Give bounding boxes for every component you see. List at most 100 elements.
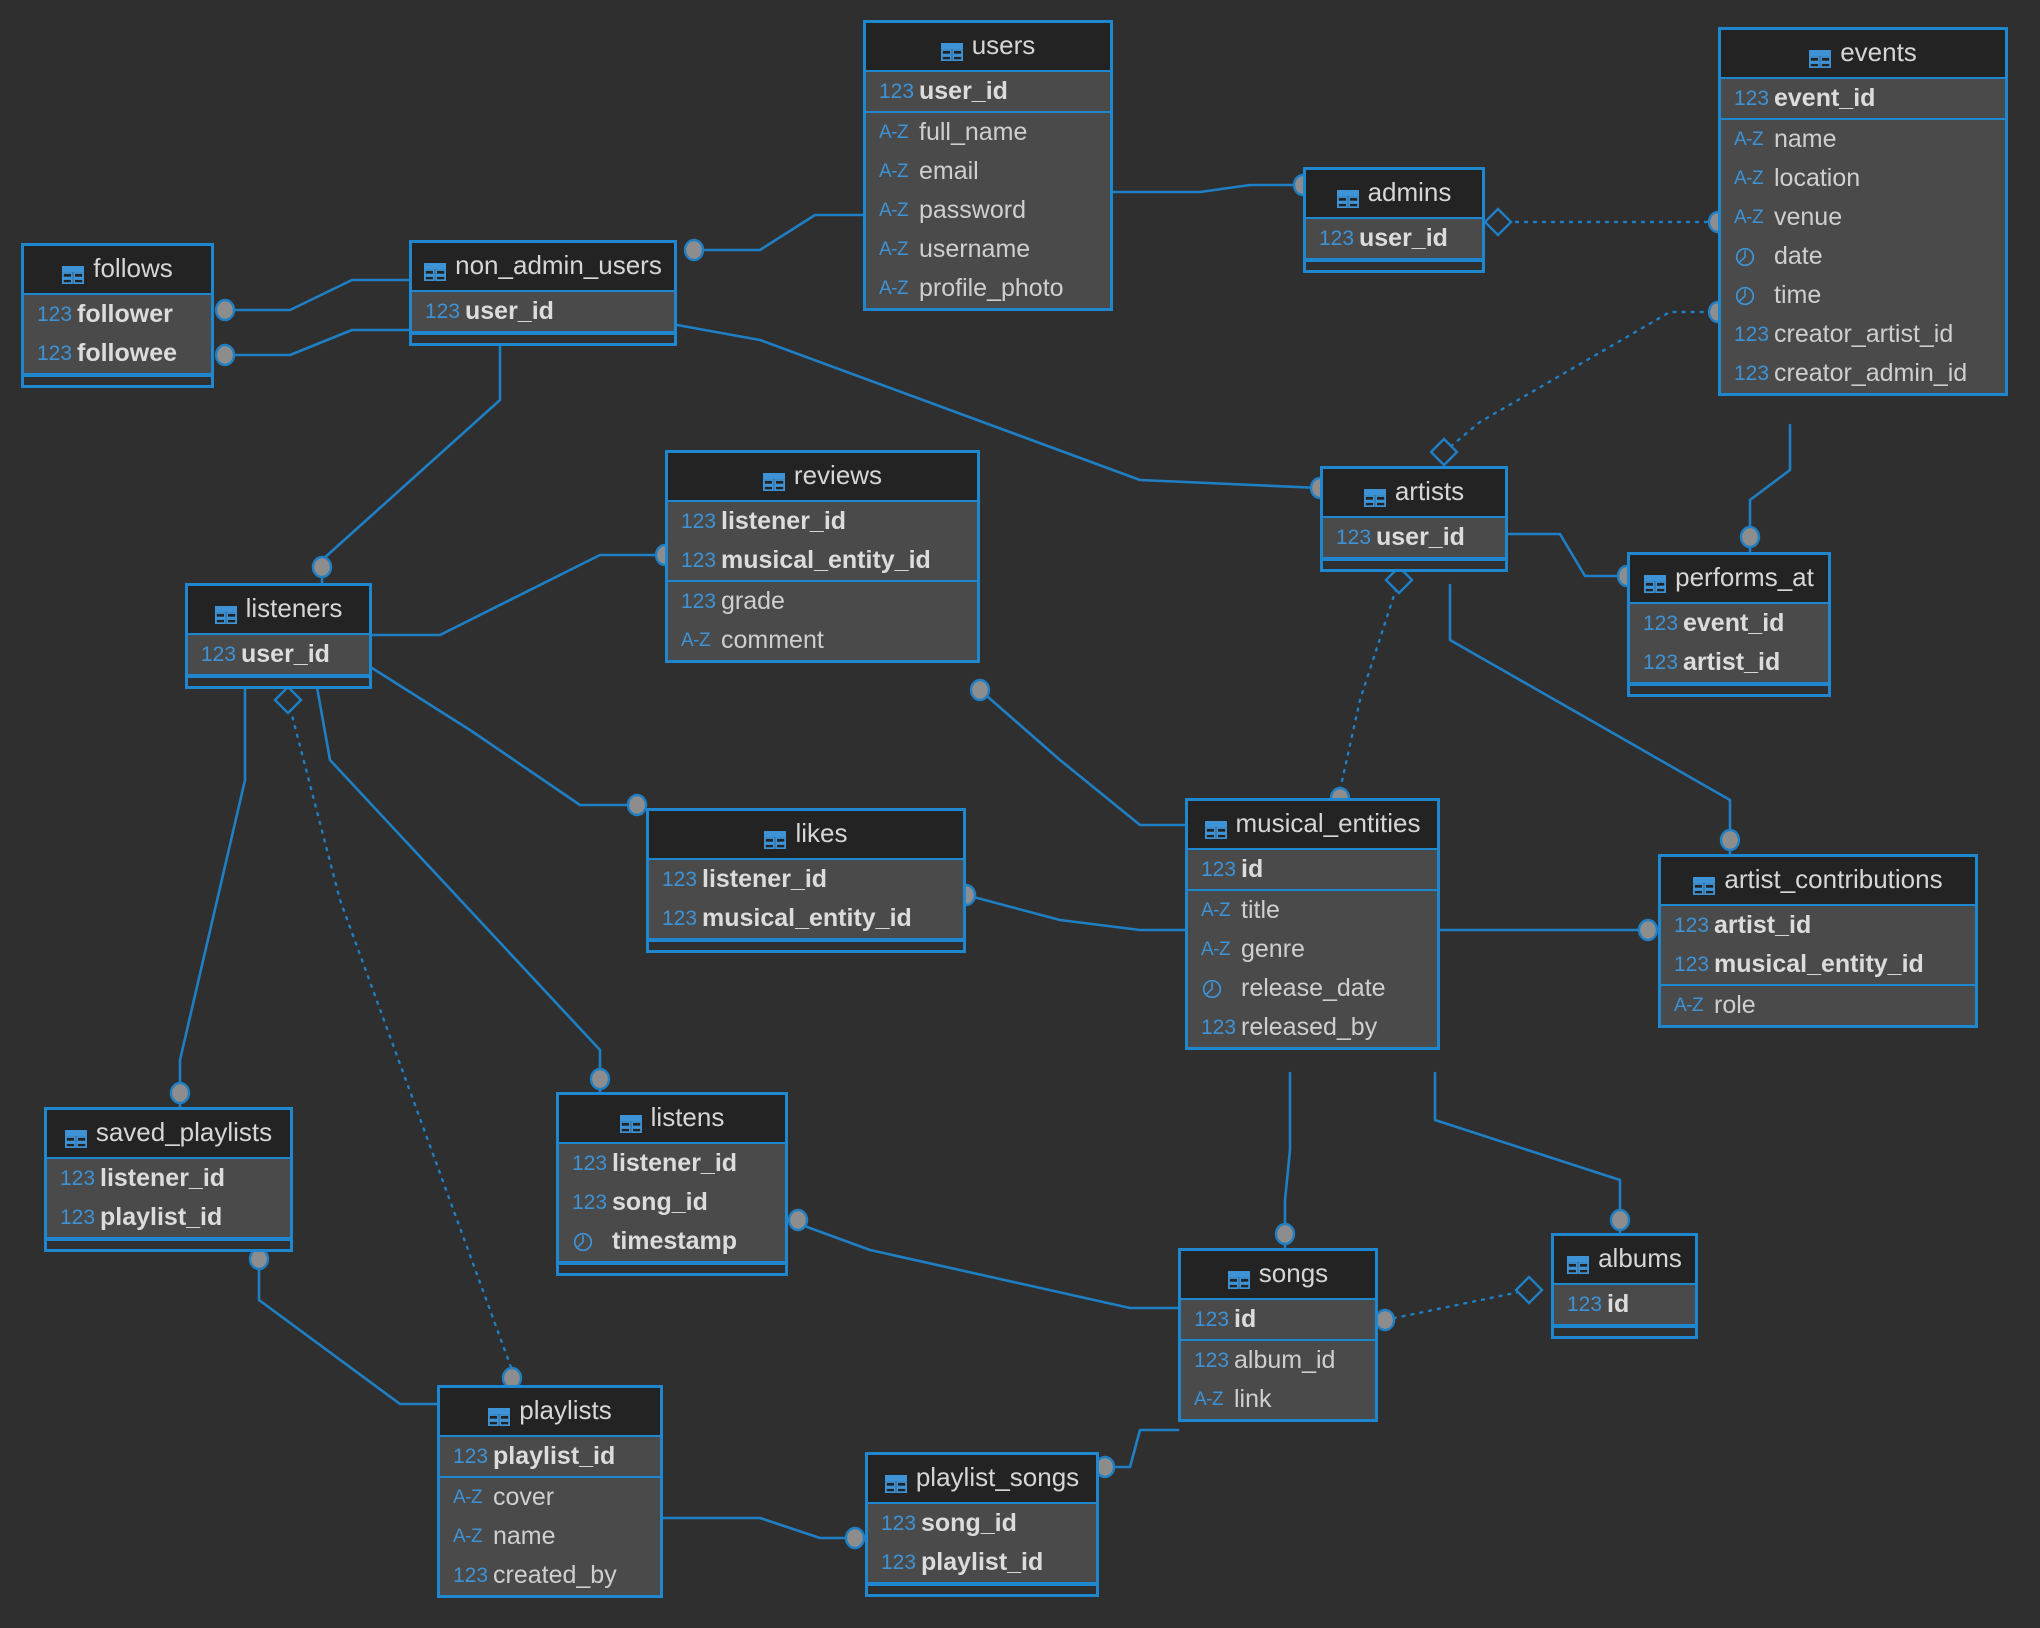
entity-header-artist_contributions[interactable]: artist_contributions — [1661, 857, 1975, 906]
entity-header-playlists[interactable]: playlists — [440, 1388, 660, 1437]
entity-header-artists[interactable]: artists — [1323, 469, 1505, 518]
entity-header-albums[interactable]: albums — [1554, 1236, 1695, 1285]
entity-header-playlist_songs[interactable]: playlist_songs — [868, 1455, 1096, 1504]
cardinality-diamond-marker — [1483, 207, 1513, 237]
attribute-row[interactable]: date — [1721, 237, 2005, 276]
123-type-icon: 123 — [572, 1190, 608, 1214]
attribute-row[interactable]: time — [1721, 276, 2005, 315]
123-type-icon: 123 — [881, 1511, 917, 1535]
entity-header-likes[interactable]: likes — [649, 811, 963, 860]
entity-header-listeners[interactable]: listeners — [188, 586, 369, 635]
attribute-name: name — [493, 1522, 556, 1550]
entity-header-songs[interactable]: songs — [1181, 1251, 1375, 1300]
edge-endpoint-dot — [248, 1247, 270, 1271]
relationship-edge-listeners-to-reviews — [370, 553, 667, 637]
entity-header-admins[interactable]: admins — [1306, 170, 1482, 219]
entity-header-follows[interactable]: follows — [24, 246, 211, 295]
attribute-row[interactable]: release_date — [1188, 969, 1437, 1008]
entity-header-saved_playlists[interactable]: saved_playlists — [47, 1110, 290, 1159]
az-type-icon: A-Z — [1734, 128, 1764, 150]
entity-header-non_admin_users[interactable]: non_admin_users — [412, 243, 674, 292]
attribute-name: location — [1774, 164, 1861, 192]
entity-header-performs_at[interactable]: performs_at — [1630, 555, 1828, 604]
entity-header-users[interactable]: users — [866, 23, 1110, 72]
entity-header-musical_entities[interactable]: musical_entities — [1188, 801, 1437, 850]
entity-title: non_admin_users — [455, 250, 662, 280]
attribute-name: playlist_id — [493, 1442, 616, 1470]
pk-attribute-row[interactable]: timestamp — [559, 1222, 785, 1261]
entity-header-reviews[interactable]: reviews — [668, 453, 977, 502]
attribute-name: musical_entity_id — [1714, 950, 1924, 978]
entity-header-listens[interactable]: listens — [559, 1095, 785, 1144]
entity-header-events[interactable]: events — [1721, 30, 2005, 79]
